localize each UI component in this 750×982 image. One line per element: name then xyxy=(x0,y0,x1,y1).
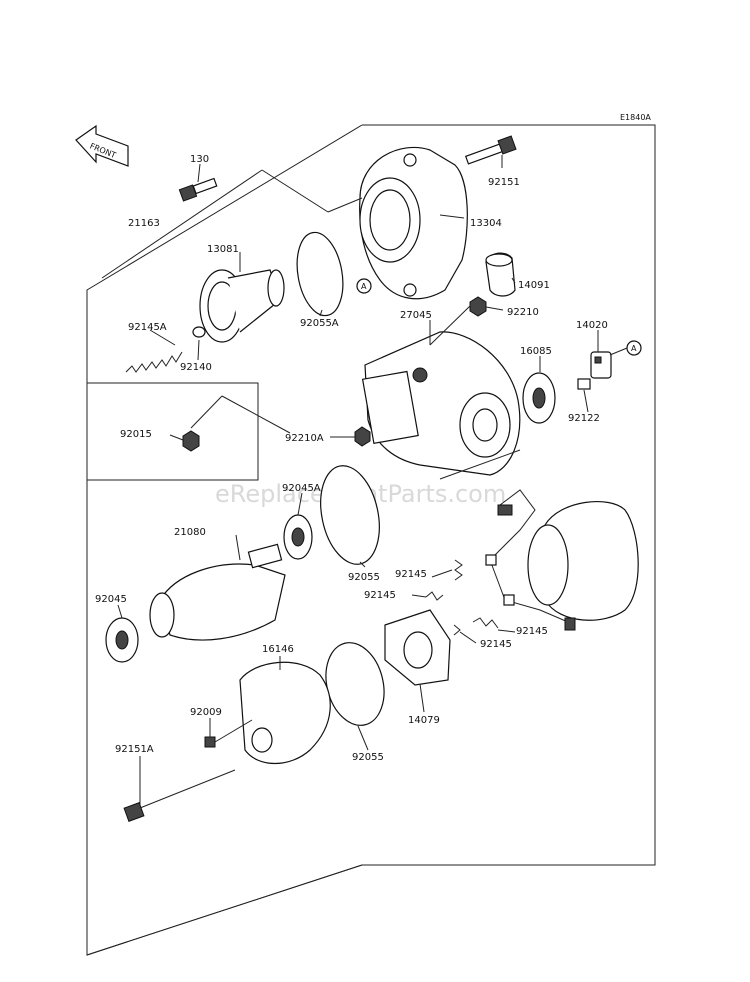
label-92210a: 92210A xyxy=(285,433,324,444)
spring-92145-2-icon xyxy=(425,591,444,601)
clutch-14020-icon xyxy=(590,351,612,379)
label-14091: 14091 xyxy=(518,280,550,291)
inset-box xyxy=(87,382,259,481)
spring-92145-3-icon xyxy=(472,617,499,629)
label-21163: 21163 xyxy=(128,218,160,229)
bolt-92151-icon xyxy=(464,135,517,165)
front-arrow-icon: FRONT xyxy=(75,124,129,167)
label-92145-2: 92145 xyxy=(364,590,396,601)
yoke-icon xyxy=(485,489,639,631)
label-92145-4: 92145 xyxy=(480,639,512,650)
cap-14091-icon xyxy=(485,252,516,297)
label-92151-top: 92151 xyxy=(488,177,520,188)
spacer-92140-icon xyxy=(192,326,206,338)
label-92055a: 92055A xyxy=(300,318,339,329)
label-16085: 16085 xyxy=(520,346,552,357)
label-92151a: 92151A xyxy=(115,744,154,755)
gear-16085-icon xyxy=(522,372,556,424)
nut-92015-icon xyxy=(182,430,200,452)
spring-92145a-icon xyxy=(125,351,183,373)
ref-code: E1840A xyxy=(620,113,651,122)
label-92140: 92140 xyxy=(180,362,212,373)
label-92015: 92015 xyxy=(120,429,152,440)
label-92045: 92045 xyxy=(95,594,127,605)
drive-13081-icon xyxy=(199,269,285,343)
svg-text:A: A xyxy=(361,282,367,291)
label-13081: 13081 xyxy=(207,244,239,255)
spring-92145-1-icon xyxy=(454,559,463,581)
label-92045a: 92045A xyxy=(282,483,321,494)
bolt-92151a-icon xyxy=(123,769,236,822)
label-92055-mid: 92055 xyxy=(348,572,380,583)
callout-a-right-icon: A xyxy=(626,340,642,356)
label-14079: 14079 xyxy=(408,715,440,726)
pin-92122-icon xyxy=(577,378,591,390)
label-13304: 13304 xyxy=(470,218,502,229)
screw-92009-icon xyxy=(204,736,216,748)
o-ring-92055a-icon xyxy=(296,231,344,317)
o-ring-92055-mid-icon xyxy=(320,465,380,565)
label-92145-1: 92145 xyxy=(395,569,427,580)
spring-92145-4-icon xyxy=(453,624,461,636)
leader-lines xyxy=(101,155,628,805)
label-21080: 21080 xyxy=(174,527,206,538)
label-130: 130 xyxy=(190,154,209,165)
label-92145-3: 92145 xyxy=(516,626,548,637)
brush-holder-14079-icon xyxy=(384,609,451,686)
end-cover-16146-icon xyxy=(239,661,331,765)
label-92145a: 92145A xyxy=(128,322,167,333)
bearing-92045a-icon xyxy=(283,514,313,560)
housing-27045-icon xyxy=(361,331,521,476)
housing-13304-icon xyxy=(359,146,468,300)
nut-92210a-icon xyxy=(354,426,371,447)
nut-92210-icon xyxy=(469,296,487,317)
label-14020: 14020 xyxy=(576,320,608,331)
label-27045: 27045 xyxy=(400,310,432,321)
label-16146: 16146 xyxy=(262,644,294,655)
label-92055-low: 92055 xyxy=(352,752,384,763)
label-92210: 92210 xyxy=(507,307,539,318)
callout-a-left-icon: A xyxy=(356,278,372,294)
bolt-130-icon xyxy=(178,177,218,202)
armature-21080-icon xyxy=(149,543,286,641)
frame-bottom-edge xyxy=(86,864,363,956)
bearing-92045-icon xyxy=(105,617,139,663)
label-92009: 92009 xyxy=(190,707,222,718)
svg-text:A: A xyxy=(631,344,637,353)
label-92122: 92122 xyxy=(568,413,600,424)
